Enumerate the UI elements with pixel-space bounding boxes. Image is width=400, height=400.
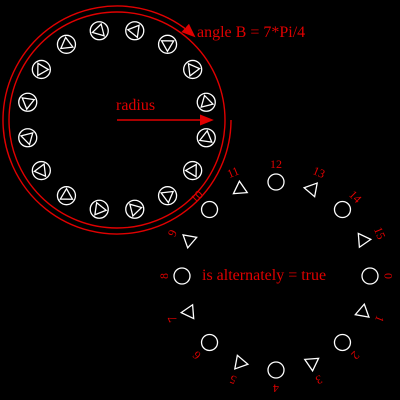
circled-triangle-icon [183,160,203,181]
circled-triangle-icon [89,199,109,219]
angle-arc [2,5,232,235]
triangle-icon [233,354,250,370]
index-label: 13 [311,164,327,182]
top-outer-circle [8,11,226,229]
circled-triangle-icon [125,199,145,219]
index-label: 11 [225,164,241,181]
bottom-ring-items [173,173,379,379]
index-label: 3 [314,372,325,387]
circled-triangle-icon [196,128,216,148]
index-label: 12 [270,157,282,171]
index-label: 1 [372,314,387,325]
circle-icon [200,200,219,219]
circled-triangle-icon [18,128,38,148]
circled-triangle-icon [56,186,77,206]
triangle-icon [354,302,370,319]
circled-triangle-icon [196,92,216,112]
triangle-icon [179,303,195,320]
index-label: 8 [157,273,171,279]
index-label: 9 [165,228,180,239]
index-label: 5 [228,372,239,387]
triangle-icon [357,232,373,249]
index-label: 0 [381,273,395,279]
index-label: 15 [371,225,389,241]
radius-label: radius [116,97,155,114]
circled-triangle-icon [31,59,51,80]
circle-icon [267,361,285,379]
circle-icon [333,333,352,352]
circled-triangle-icon [157,186,178,206]
circle-icon [361,267,379,285]
circled-triangle-icon [89,21,109,41]
top-ring-items [18,21,216,219]
circle-icon [173,267,191,285]
circle-icon [267,173,285,191]
triangle-icon [182,233,198,250]
alternation-label: is alternately = true [202,267,326,284]
circle-icon [333,200,352,219]
triangle-icon [303,357,320,373]
circled-triangle-icon [31,160,51,181]
triangle-icon [232,179,249,195]
circle-icon [200,333,219,352]
angle-label: angle B = 7*Pi/4 [197,24,305,41]
circled-triangle-icon [125,21,145,41]
index-label: 7 [165,314,180,325]
circled-triangle-icon [18,92,38,112]
circled-triangle-icon [157,34,178,54]
circled-triangle-icon [183,59,203,80]
index-label: 4 [273,381,279,395]
circled-triangle-icon [56,34,77,54]
top-figure: radius angle B = 7*Pi/4 [2,5,305,235]
triangle-icon [302,182,319,198]
